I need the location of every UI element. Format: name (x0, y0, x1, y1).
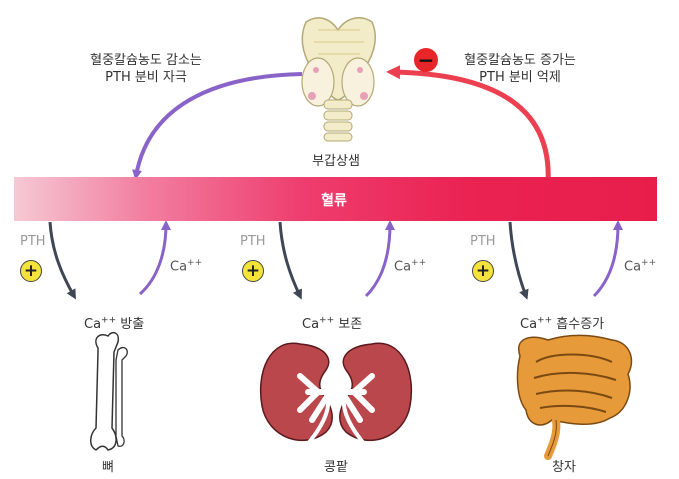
intestine-arrow-down (508, 221, 529, 300)
bone-release-arrow-down (48, 221, 76, 300)
bloodstream-band (14, 177, 657, 221)
intestine-ca-label: Ca++ (624, 258, 657, 275)
kidney-arrow-down (278, 221, 302, 300)
intestine-pth-label: PTH (470, 234, 496, 249)
intestine-calcium-arrow-up (592, 220, 623, 298)
intestine-absorb-label: Ca++ 흡수증가 (520, 315, 605, 332)
kidney-ca-label: Ca++ (394, 258, 427, 275)
parathyroid-gland-illustration (301, 17, 376, 142)
bloodstream-label: 혈류 (321, 193, 347, 209)
intestine-label: 창자 (552, 460, 576, 475)
kidney-label: 콩팥 (324, 460, 348, 475)
low-calcium-text-line1: 혈중칼슘농도 감소는 (90, 53, 202, 68)
bone-illustration (90, 331, 128, 451)
bone-calcium-arrow-up (138, 220, 171, 296)
intestine-plus-icon: + (472, 260, 494, 282)
kidney-retain-label: Ca++ 보존 (302, 315, 363, 332)
parathyroid-label: 부갑상샘 (312, 154, 360, 169)
bone-release-label: Ca++ 방출 (84, 315, 145, 332)
kidney-calcium-arrow-up (364, 220, 395, 298)
intestine-illustration (516, 334, 633, 460)
kidney-illustration (259, 342, 413, 448)
bone-ca-label: Ca++ (170, 258, 203, 275)
bone-pth-label: PTH (20, 234, 46, 249)
inhibit-minus-icon: − (414, 48, 438, 72)
kidney-pth-label: PTH (240, 234, 266, 249)
stimulate-arrow (132, 72, 303, 180)
high-calcium-text-line1: 혈중칼슘농도 증가는 (464, 53, 576, 68)
kidney-plus-icon: + (242, 260, 264, 282)
high-calcium-text-line2: PTH 분비 억제 (479, 70, 561, 85)
bone-label: 뼈 (102, 460, 114, 475)
low-calcium-text-line2: PTH 분비 자극 (105, 70, 187, 85)
inhibit-arrow (386, 65, 551, 184)
bone-plus-icon: + (20, 260, 42, 282)
